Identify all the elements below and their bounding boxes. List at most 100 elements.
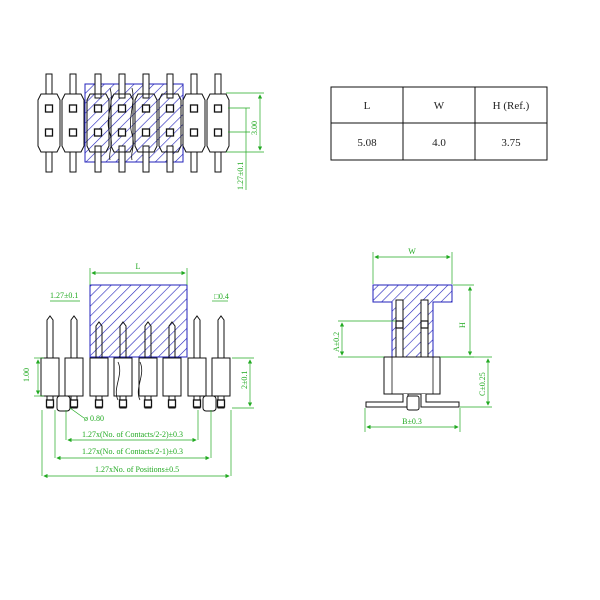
- top-pin-square-lower: [117, 128, 127, 137]
- dim-B-label: B±0.3: [402, 417, 422, 426]
- front-pin-square: [69, 399, 79, 408]
- front-pin-base: [211, 357, 231, 397]
- break-mark-right: [130, 87, 134, 161]
- dim-H-label: H: [458, 322, 467, 328]
- table-value-l: 5.08: [357, 137, 377, 149]
- side-peg: [406, 395, 420, 411]
- top-pin-3: [86, 73, 110, 173]
- side-view-base: [383, 356, 441, 395]
- dim-pitch-vertical-label: 1.27±0.1: [236, 162, 245, 190]
- front-break-left: [115, 361, 121, 401]
- top-pin-2: [61, 73, 85, 173]
- top-view: 3.00 1.27±0.1: [37, 73, 264, 190]
- top-view-pins: [37, 73, 230, 173]
- front-pin-3: [89, 321, 109, 409]
- top-pin-square-lower: [68, 128, 78, 137]
- dim-hole-label: ø 0.80: [84, 414, 104, 423]
- top-pin-body: [86, 93, 110, 153]
- top-pin-square-lower: [165, 128, 175, 137]
- top-pin-lead-lower: [118, 145, 126, 173]
- front-pin-1: [40, 315, 60, 409]
- front-pin-square: [45, 399, 55, 408]
- front-pin-lead: [168, 321, 176, 359]
- front-pin-square: [216, 399, 226, 408]
- front-view-housing: [89, 284, 188, 358]
- front-pin-5: [138, 321, 158, 409]
- top-pin-lead-upper: [94, 73, 102, 99]
- dim-1-00-label: 1.00: [22, 368, 31, 382]
- top-pin-body: [134, 93, 158, 153]
- front-break-right: [137, 361, 143, 401]
- top-pin-body: [158, 93, 182, 153]
- front-pin-2: [64, 315, 84, 409]
- dim-L-label: L: [136, 262, 141, 271]
- top-pin-7: [182, 73, 206, 173]
- top-pin-square-upper: [141, 104, 151, 113]
- dim-A-label: A±0.2: [332, 332, 341, 352]
- dim-3-00-label: 3.00: [250, 121, 259, 135]
- dim-pitch-label: 1.27±0.1: [50, 291, 78, 300]
- dim-C-label: C±0.25: [478, 372, 487, 396]
- side-view: W H A±0.2 C±0.25 B±0.3: [332, 247, 492, 432]
- front-pin-base: [40, 357, 60, 397]
- top-pin-square-upper: [189, 104, 199, 113]
- front-pin-base: [187, 357, 207, 397]
- top-pin-lead-lower: [94, 145, 102, 173]
- front-view-pins: [40, 315, 231, 412]
- front-pin-square: [192, 399, 202, 408]
- dim-0-4-label: □0.4: [214, 292, 229, 301]
- top-pin-lead-upper: [166, 73, 174, 99]
- dim-positions-label: 1.27xNo. of Positions±0.5: [95, 465, 179, 474]
- top-pin-body: [61, 93, 85, 153]
- dim-W-label: W: [408, 247, 416, 256]
- top-pin-square-upper: [93, 104, 103, 113]
- top-pin-square-lower: [213, 128, 223, 137]
- dim-contacts-minus-1-label: 1.27x(No. of Contacts/2-1)±0.3: [82, 447, 183, 456]
- spec-table: L W H (Ref.) 5.08 4.0 3.75: [330, 86, 548, 161]
- top-pin-lead-lower: [166, 145, 174, 173]
- front-view: L 1.27±0.1 □0.4 1.00 2±0.1 ø 0.80 1.27x(…: [22, 262, 254, 479]
- top-pin-body: [206, 93, 230, 153]
- top-pin-6: [158, 73, 182, 173]
- top-pin-lead-upper: [142, 73, 150, 99]
- top-pin-lead-lower: [142, 145, 150, 173]
- front-pin-base: [138, 357, 158, 397]
- table-value-w: 4.0: [432, 137, 446, 149]
- front-pin-base: [89, 357, 109, 397]
- top-pin-square-upper: [44, 104, 54, 113]
- front-pin-lead: [95, 321, 103, 359]
- front-pin-square: [167, 399, 177, 408]
- dim-line-hole: [69, 407, 85, 419]
- front-pin-7: [187, 315, 207, 409]
- front-pin-lead: [119, 321, 127, 359]
- dim-contacts-minus-2-label: 1.27x(No. of Contacts/2-2)±0.3: [82, 430, 183, 439]
- top-pin-8: [206, 73, 230, 173]
- top-pin-body: [37, 93, 61, 153]
- table-value-h: 3.75: [501, 137, 521, 149]
- top-pin-5: [134, 73, 158, 173]
- front-pin-8: [211, 315, 231, 409]
- top-pin-body: [182, 93, 206, 153]
- front-pin-square: [143, 399, 153, 408]
- break-mark-left: [107, 87, 112, 161]
- front-pin-4: [113, 321, 133, 409]
- top-pin-square-upper: [117, 104, 127, 113]
- front-peg-right: [202, 395, 217, 412]
- top-pin-square-lower: [141, 128, 151, 137]
- front-pin-lead: [70, 315, 78, 359]
- top-pin-square-lower: [93, 128, 103, 137]
- front-pin-6: [162, 321, 182, 409]
- top-pin-square-lower: [44, 128, 54, 137]
- side-leg-right: [420, 394, 460, 408]
- top-pin-square-upper: [213, 104, 223, 113]
- front-pin-base: [162, 357, 182, 397]
- top-pin-square-upper: [165, 104, 175, 113]
- top-pin-square-lower: [189, 128, 199, 137]
- top-pin-1: [37, 73, 61, 173]
- front-pin-lead: [217, 315, 225, 359]
- table-header-h: H (Ref.): [493, 100, 530, 112]
- table-header-w: W: [434, 100, 445, 112]
- front-peg-left: [56, 395, 71, 412]
- front-pin-base: [64, 357, 84, 397]
